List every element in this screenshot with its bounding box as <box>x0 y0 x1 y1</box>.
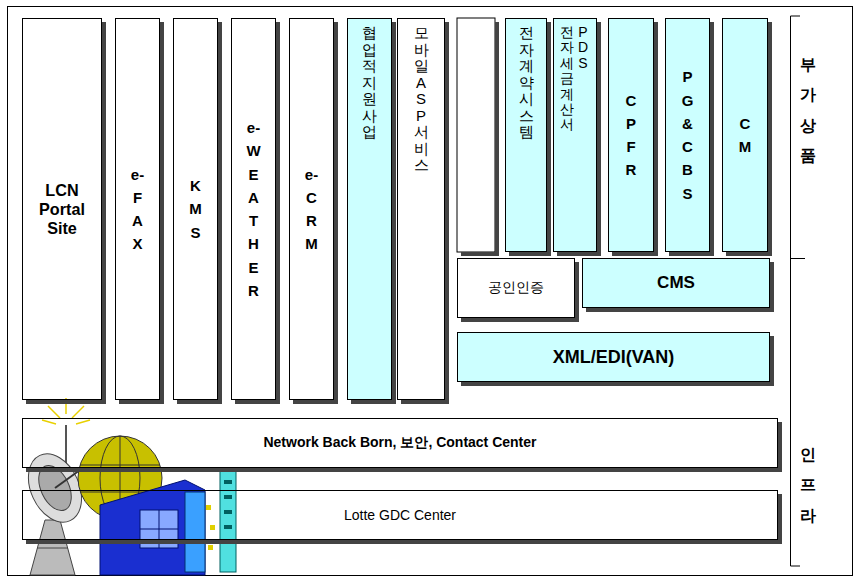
node-text: KMS <box>188 174 203 244</box>
node-text: 모바일 ASP 서비스 <box>414 25 429 174</box>
node-text: CMS <box>651 273 701 293</box>
addon-column: CM <box>722 18 768 252</box>
node-text: e-WEATHER <box>246 116 261 302</box>
node-text: e-FAX <box>130 163 145 256</box>
node-text: 전자세금계산서 <box>560 25 574 133</box>
node-text: PDS <box>576 25 590 71</box>
node-text: Lotte GDC Center <box>338 507 462 523</box>
node-text: 협업적 지원사업 <box>362 25 377 141</box>
service-column: e-WEATHER <box>231 18 276 400</box>
infra-band: Lotte GDC Center <box>22 490 778 540</box>
node-text: e-CRM <box>304 163 319 256</box>
node-text: XML/EDI(VAN) <box>547 347 681 368</box>
node-text: CPFR <box>624 89 639 182</box>
portal-column: LCN Portal Site <box>22 18 102 400</box>
service-column: e-CRM <box>289 18 334 400</box>
node-text: 전자계약시스템 <box>519 25 534 141</box>
service-column: 모바일 ASP 서비스 <box>397 18 445 400</box>
addon-column: CPFR <box>608 18 654 252</box>
infra-band: Network Back Born, 보안, Contact Center <box>22 418 778 468</box>
infra-box: CMS <box>582 258 770 308</box>
node-text: Network Back Born, 보안, Contact Center <box>257 434 542 452</box>
node-text: 공인인증 <box>482 279 550 297</box>
group-label: 인프라 <box>800 440 816 531</box>
addon-column: 전자세금계산서PDS <box>553 18 597 252</box>
group-label: 부가상품 <box>800 50 816 172</box>
blank-column-shadow <box>461 252 499 256</box>
blank-column-shadow <box>495 22 499 256</box>
blank-column <box>457 18 495 252</box>
node-text: CM <box>738 112 753 159</box>
infra-box: XML/EDI(VAN) <box>457 332 770 382</box>
addon-column: 전자계약시스템 <box>505 18 547 252</box>
infra-box: 공인인증 <box>457 258 575 318</box>
node-text: LCN Portal Site <box>23 181 101 238</box>
data-center-illustration <box>18 398 236 575</box>
service-column: 협업적 지원사업 <box>347 18 392 400</box>
node-text: PG&CBS <box>680 65 695 205</box>
addon-column: PG&CBS <box>665 18 710 252</box>
outer-frame <box>8 7 853 576</box>
service-column: e-FAX <box>115 18 160 400</box>
service-column: KMS <box>173 18 218 400</box>
